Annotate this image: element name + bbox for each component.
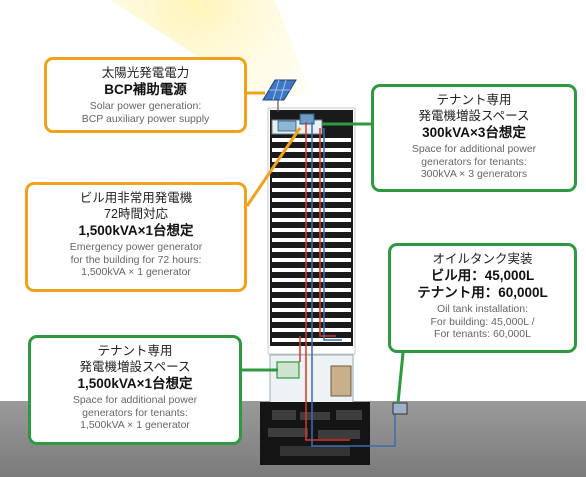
emergency-jp-title2: 72時間対応 (104, 207, 168, 221)
solar-en-line1: Solar power generation: (89, 100, 202, 112)
emergency-en-line1: Emergency power generator (69, 241, 203, 253)
emergency-jp-title1: ビル用非常用発電機 (79, 191, 193, 205)
solar-panel (262, 79, 297, 112)
tenant-bottom-en-line1: Space for additional power (72, 394, 198, 406)
tenant-bottom-en-line3: 1,500kVA × 1 generator (80, 419, 190, 431)
tenant-top-jp-title1: テナント専用 (436, 93, 512, 107)
tenant-top-jp-title2: 発電機増設スペース (418, 109, 530, 123)
outdoor-tank (392, 402, 408, 415)
oil-jp-title: オイルタンク実装 (432, 252, 533, 266)
tenant-bottom-jp-bold: 1,500kVA×1台想定 (77, 376, 193, 391)
solar-jp-bold: BCP補助電源 (104, 82, 187, 97)
emergency-en-line3: 1,500kVA × 1 generator (81, 266, 191, 278)
fuel-and-power-pipes (299, 122, 396, 447)
emergency-jp-bold: 1,500kVA×1台想定 (78, 223, 194, 238)
callout-solar: 太陽光発電電力 BCP補助電源 Solar power generation: … (44, 57, 247, 133)
oil-jp-bold1: ビル用：45,000L (430, 268, 535, 283)
tenant-top-en-line1: Space for additional power (411, 143, 537, 155)
emergency-en-line2: for the building for 72 hours: (70, 253, 202, 266)
tenant-generator-space-bottom (276, 361, 300, 379)
callout-oil-tank: オイルタンク実装 ビル用：45,000L テナント用：60,000L Oil t… (388, 243, 577, 353)
solar-jp-title: 太陽光発電電力 (101, 66, 190, 80)
tenant-bottom-en-line2: generators for tenants: (82, 406, 188, 419)
oil-en-line2: For building: 45,000L / (430, 315, 535, 328)
solar-en-line2: BCP auxiliary power supply (81, 112, 210, 125)
oil-jp-bold2: テナント用：60,000L (417, 285, 548, 300)
tenant-top-jp-bold: 300kVA×3台想定 (422, 125, 526, 140)
tenant-bottom-jp-title1: テナント専用 (97, 344, 173, 358)
callout-emergency-generator: ビル用非常用発電機 72時間対応 1,500kVA×1台想定 Emergency… (25, 182, 247, 292)
sun-rays (110, 0, 310, 102)
oil-en-line3: For tenants: 60,000L (434, 328, 531, 340)
basement (260, 402, 370, 465)
callout-tenant-generator-bottom: テナント専用 発電機増設スペース 1,500kVA×1台想定 Space for… (28, 335, 242, 445)
oil-en-line1: Oil tank installation: (436, 303, 529, 315)
tenant-top-en-line2: generators for tenants: (421, 155, 527, 168)
green-connectors (242, 122, 405, 404)
callout-tenant-generator-top: テナント専用 発電機増設スペース 300kVA×3台想定 Space for a… (371, 84, 577, 192)
orange-connectors (245, 91, 302, 207)
tenant-top-en-line3: 300kVA × 3 generators (420, 168, 528, 180)
oil-tank (330, 365, 352, 397)
tenant-bottom-jp-title2: 発電機増設スペース (79, 360, 191, 374)
